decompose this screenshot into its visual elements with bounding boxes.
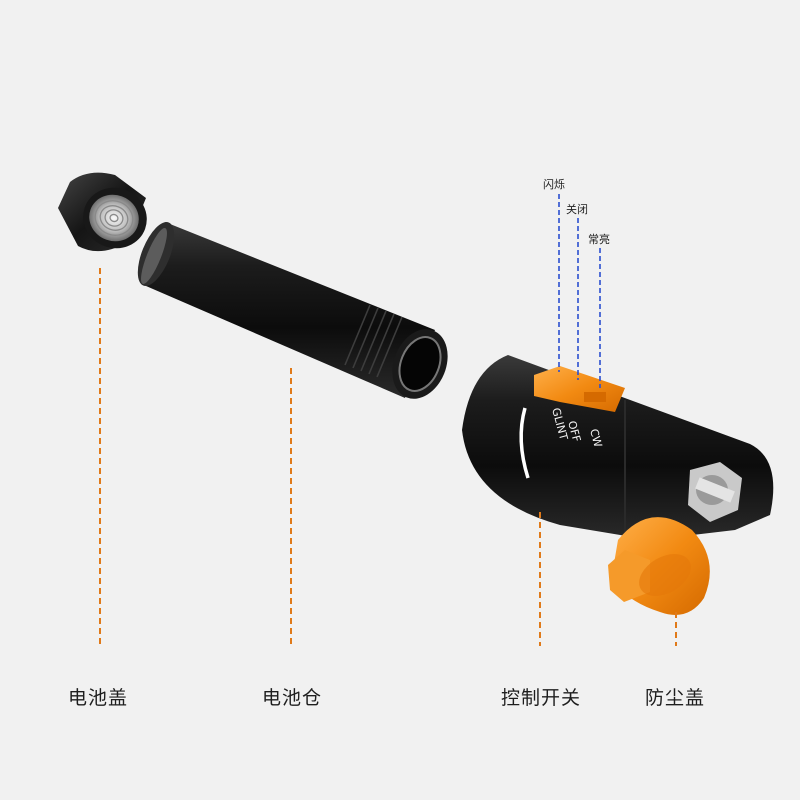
leader-lines [99, 194, 677, 646]
label-battery-cap: 电池盖 [68, 687, 129, 709]
mode-label-flash: 闪烁 [543, 178, 565, 191]
thread-rings [344, 304, 403, 378]
switch-markings: GLINT OFF CW [549, 406, 604, 448]
mode-label-off: 关闭 [566, 203, 588, 216]
marking-cw: CW [587, 427, 604, 448]
fiber-adapter [688, 462, 742, 522]
battery-compartment [137, 222, 448, 399]
label-dust-cap: 防尘盖 [645, 687, 706, 709]
main-body [462, 355, 774, 540]
label-battery-compartment: 电池仓 [262, 687, 323, 709]
marking-off: OFF [565, 419, 583, 443]
battery-cap [58, 172, 147, 252]
switch-slider[interactable] [534, 366, 625, 412]
mode-label-steady: 常亮 [588, 233, 610, 246]
dust-cap [608, 517, 710, 615]
spring-coils [94, 200, 134, 236]
label-control-switch: 控制开关 [501, 687, 582, 709]
